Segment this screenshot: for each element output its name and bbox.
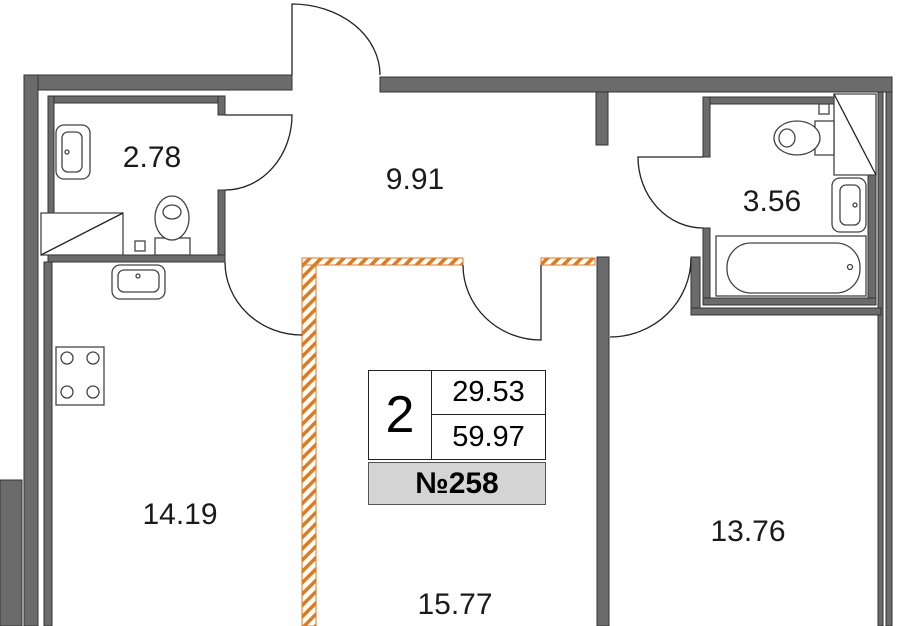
room-area-hallway: 9.91 bbox=[385, 163, 445, 196]
room-area-center: 15.77 bbox=[417, 588, 493, 621]
room-area-kitchen: 14.19 bbox=[142, 498, 218, 531]
bathroom-2-walls bbox=[690, 96, 882, 316]
room-count: 2 bbox=[368, 370, 432, 460]
bathroom-2-door bbox=[637, 156, 704, 229]
doors bbox=[224, 3, 704, 341]
entrance-door bbox=[291, 3, 381, 76]
outer-walls bbox=[0, 74, 893, 626]
room-area-bathroom-2: 3.56 bbox=[742, 185, 802, 218]
bathroom-1-door bbox=[224, 114, 293, 191]
room-area-right: 13.76 bbox=[710, 515, 786, 548]
living-area: 29.53 bbox=[432, 370, 546, 415]
room-right-door bbox=[609, 257, 692, 338]
fixtures bbox=[40, 93, 877, 406]
bathroom-1-walls bbox=[47, 95, 226, 263]
partitions bbox=[301, 91, 610, 626]
total-area: 59.97 bbox=[432, 415, 546, 460]
apartment-info-box: 2 29.53 59.97 №258 bbox=[368, 370, 546, 505]
room-area-bathroom-1: 2.78 bbox=[122, 141, 182, 174]
kitchen-door bbox=[224, 261, 303, 336]
apartment-number: №258 bbox=[368, 462, 546, 505]
room-center-door bbox=[462, 264, 542, 341]
